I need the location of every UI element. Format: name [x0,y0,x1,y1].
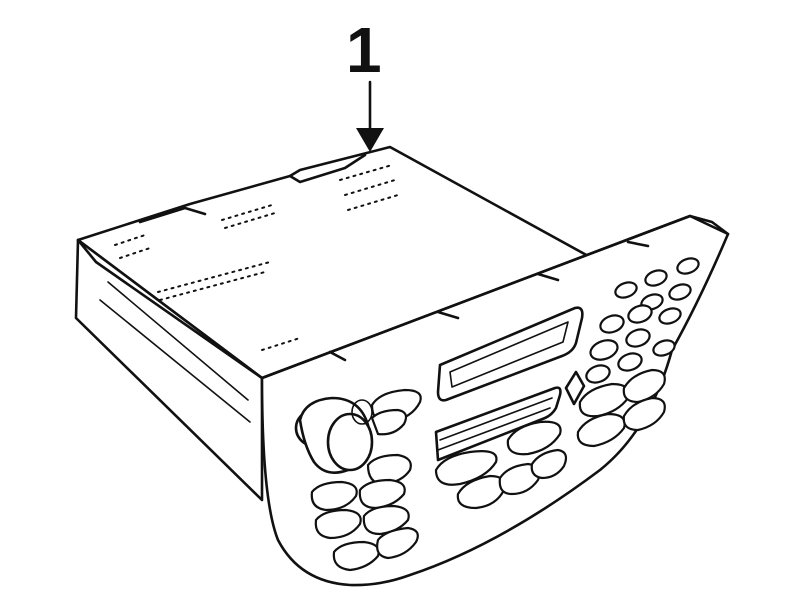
left-button-cluster [310,388,422,572]
callout-arrowhead [356,128,384,152]
cassette-slot [434,370,586,462]
radio-chassis [74,145,612,502]
center-button-cluster [434,420,568,510]
volume-knob [294,396,374,474]
right-button-cluster [576,257,700,448]
display-window [436,306,584,402]
callout-number-1: 1 [346,14,382,86]
